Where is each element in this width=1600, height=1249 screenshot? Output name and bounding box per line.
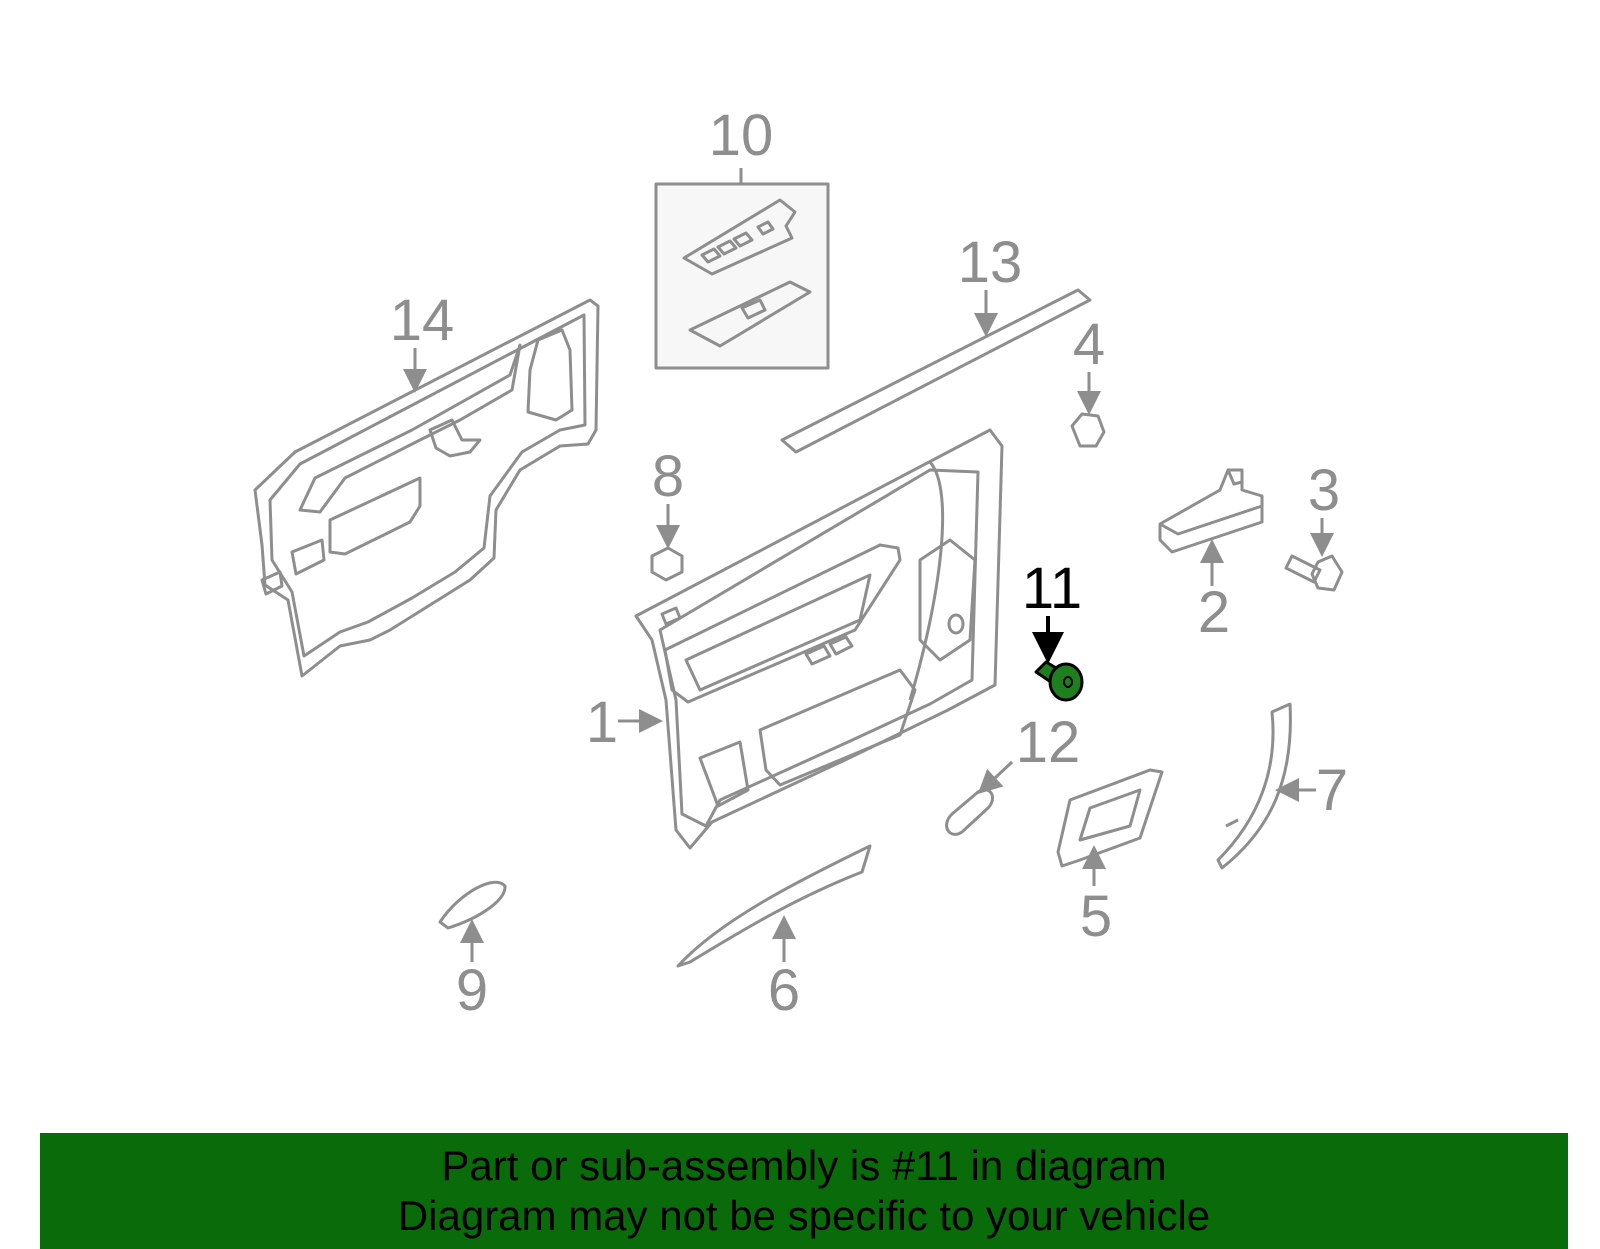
callout-9: 9 bbox=[456, 958, 488, 1023]
callout-8: 8 bbox=[652, 444, 684, 509]
part-11-fastener-highlighted[interactable] bbox=[1032, 616, 1084, 702]
callout-4: 4 bbox=[1073, 312, 1105, 377]
part-9-cover bbox=[438, 880, 507, 930]
callout-12: 12 bbox=[1016, 710, 1081, 775]
callout-10: 10 bbox=[709, 103, 774, 168]
part-2-bracket bbox=[1158, 468, 1264, 554]
part-4-nut bbox=[1070, 412, 1106, 448]
part-7-pull-trim bbox=[1216, 702, 1292, 870]
callout-1: 1 bbox=[586, 690, 618, 755]
part-13-belt-strip bbox=[780, 288, 1092, 454]
banner-line-part-number: Part or sub-assembly is #11 in diagram bbox=[441, 1142, 1167, 1189]
callout-7: 7 bbox=[1316, 758, 1348, 823]
part-11-head bbox=[1048, 662, 1084, 702]
info-banner: Part or sub-assembly is #11 in diagram D… bbox=[40, 1133, 1568, 1249]
part-8-clip bbox=[650, 546, 684, 582]
callout-13: 13 bbox=[958, 230, 1023, 295]
callout-11: 11 bbox=[1022, 556, 1082, 621]
banner-line-disclaimer: Diagram may not be specific to your vehi… bbox=[397, 1192, 1211, 1239]
part-1-trim-panel bbox=[634, 428, 1004, 850]
part-5-handle bbox=[1056, 768, 1164, 868]
part-12-plug bbox=[945, 788, 994, 836]
part-10-switch-inset bbox=[654, 182, 830, 370]
exploded-parts-diagram: 10 14 13 4 8 3 2 11 1 12 7 5 6 9 bbox=[253, 103, 1348, 1023]
part-11-recess bbox=[1063, 676, 1073, 688]
callout-5: 5 bbox=[1080, 884, 1112, 949]
part-14-door-liner bbox=[253, 298, 600, 678]
callout-2: 2 bbox=[1198, 580, 1230, 645]
callout-14: 14 bbox=[390, 288, 455, 353]
callout-6: 6 bbox=[768, 958, 800, 1023]
callout-3: 3 bbox=[1308, 458, 1340, 523]
leader-arrows bbox=[403, 168, 1334, 962]
part-6-lower-moulding bbox=[676, 844, 872, 968]
part-3-bolt bbox=[1284, 554, 1344, 592]
